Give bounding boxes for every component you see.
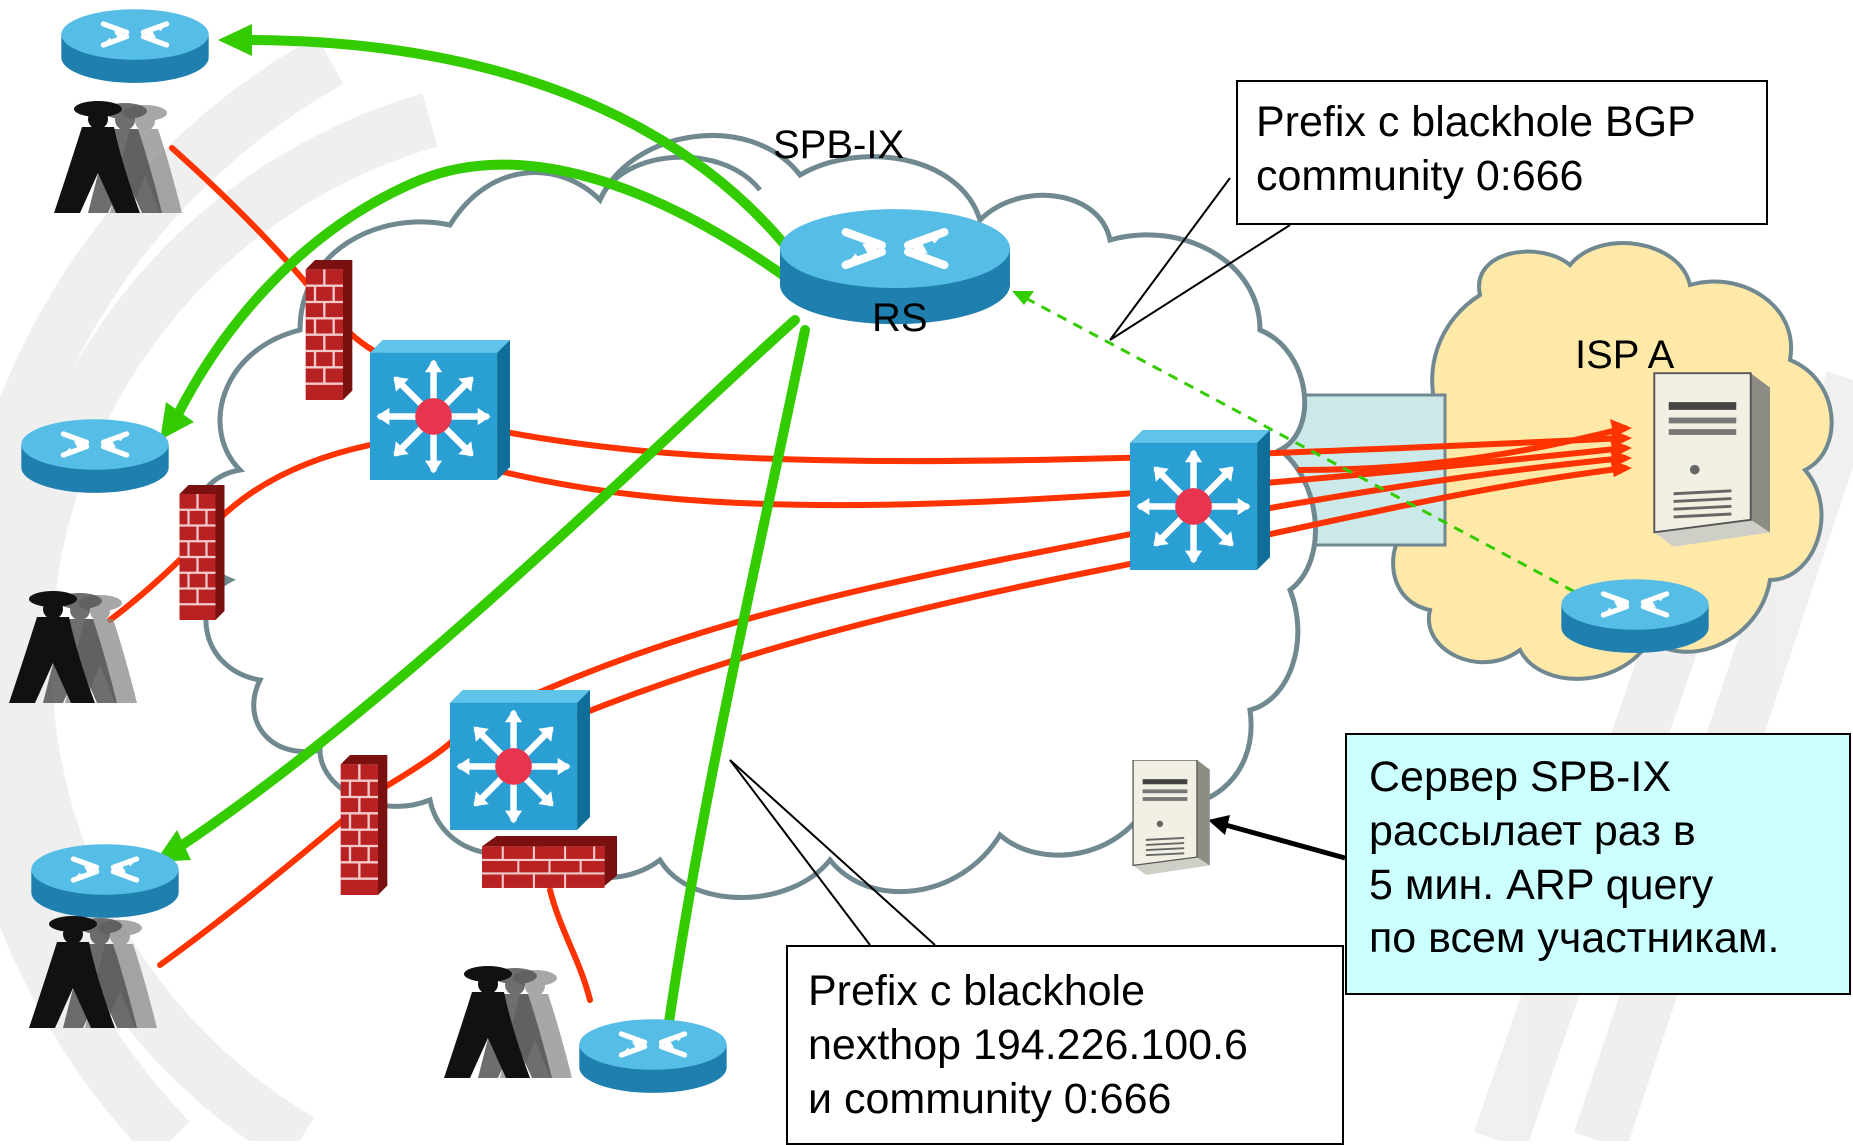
firewall-icon (482, 835, 617, 889)
router-icon (21, 419, 168, 493)
callout-pointers (729, 177, 1291, 946)
callout-blackhole-community: Prefix с blackhole BGP community 0:666 (1236, 80, 1768, 225)
attack-line-9 (1297, 425, 1628, 473)
callout-blackhole-nexthop: Prefix с blackhole nexthop 194.226.100.6… (786, 945, 1344, 1145)
server-icon (1652, 371, 1770, 549)
bgp-arrow-lower-left (170, 315, 800, 855)
router-icon (1561, 579, 1708, 653)
rs-label: RS (872, 296, 928, 340)
attack-line-7 (497, 455, 1628, 713)
firewall-icon (305, 260, 353, 400)
multilayer-switch-icon (450, 690, 590, 830)
arp-pointer (1221, 821, 1346, 861)
attacker-icon (444, 966, 572, 1078)
bgp-arrow-top (240, 35, 790, 250)
attack-line-8 (517, 465, 1628, 743)
callout-line: рассылает раз в (1369, 806, 1696, 855)
callout-line: nexthop 194.226.100.6 (808, 1020, 1248, 1069)
callout-line: Сервер SPB-IX (1369, 753, 1672, 801)
firewall-icon (178, 485, 226, 620)
isp-a-label: ISP A (1575, 333, 1675, 377)
attack-line-5 (492, 427, 1628, 465)
router-icon (579, 1019, 726, 1093)
callout-line: Prefix с blackhole BGP (1256, 98, 1696, 146)
attacker-icon (54, 101, 182, 213)
callout-line: Prefix с blackhole (808, 967, 1145, 1015)
multilayer-switch-icon (370, 340, 510, 480)
callout-line: 5 мин. ARP query (1369, 860, 1714, 909)
bgp-arrow-bottom (660, 325, 810, 1055)
attack-line-4 (547, 887, 593, 1003)
firewall-icon (340, 755, 388, 895)
multilayer-switch-icon (1130, 430, 1270, 570)
attack-line-6 (492, 445, 1628, 509)
router-icon (61, 9, 208, 83)
callout-line: по всем участникам. (1369, 914, 1780, 963)
bgp-arrow-left (170, 159, 795, 425)
callout-arp-server: Сервер SPB-IX рассылает раз в 5 мин. ARP… (1345, 733, 1851, 995)
attack-arrowheads (1610, 419, 1632, 477)
callout-line: и community 0:666 (808, 1074, 1172, 1123)
server-icon (1132, 760, 1210, 875)
router-icon (31, 844, 178, 918)
spb-ix-label: SPB-IX (773, 123, 904, 167)
bgp-announcements (170, 35, 810, 1055)
callout-line: community 0:666 (1256, 151, 1584, 200)
